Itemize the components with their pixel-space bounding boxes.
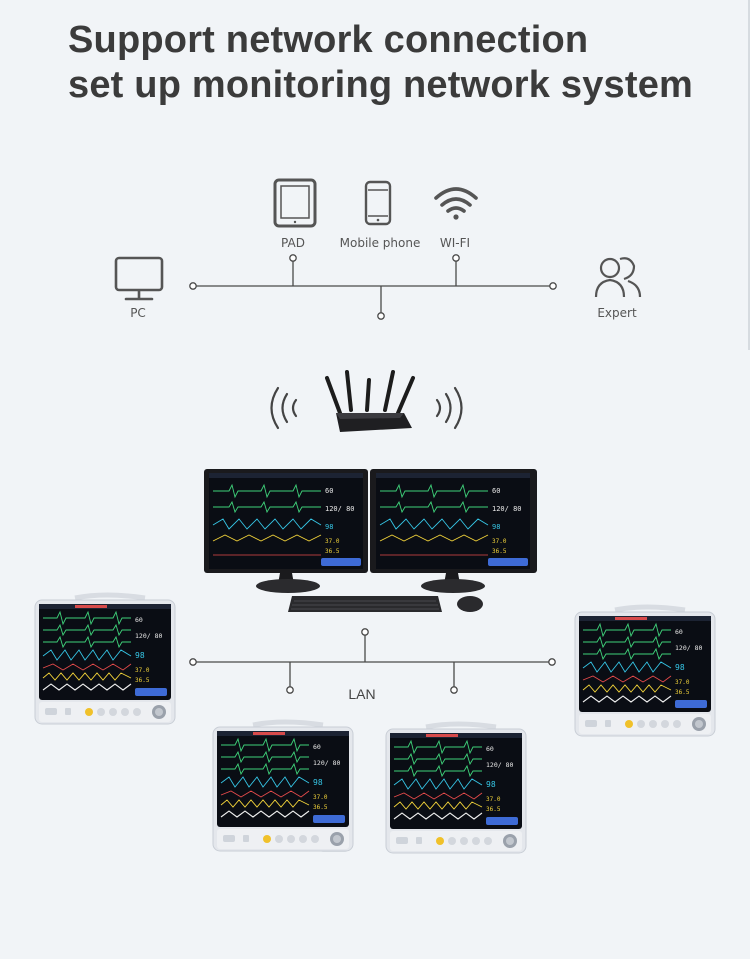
monitor-icon bbox=[114, 256, 164, 301]
lan-nodes bbox=[189, 628, 556, 694]
node-label-pad: PAD bbox=[281, 236, 305, 250]
users-icon bbox=[594, 257, 642, 298]
node-label-mobile-phone: Mobile phone bbox=[339, 236, 421, 250]
top-network-bus bbox=[193, 260, 553, 313]
bedside-monitor-left bbox=[35, 595, 175, 724]
headline-line-2: set up monitoring network system bbox=[68, 64, 694, 106]
keyboard-icon bbox=[288, 596, 442, 612]
bedside-monitor-right bbox=[575, 607, 715, 736]
router-icon bbox=[325, 370, 415, 432]
bedside-monitor-bottom-left bbox=[213, 722, 353, 852]
lan-bus bbox=[193, 634, 552, 688]
mouse-icon bbox=[457, 596, 483, 612]
headline: Support network connection set up monito… bbox=[68, 18, 693, 108]
wifi-icon bbox=[434, 187, 478, 220]
lan-label: LAN bbox=[348, 686, 376, 702]
wireless-waves-left-icon bbox=[270, 386, 298, 430]
node-label-wifi: WI-FI bbox=[439, 236, 471, 250]
node-label-pc: PC bbox=[130, 306, 146, 320]
headline-line-1: Support network connection bbox=[68, 19, 589, 61]
mobile-phone-icon bbox=[364, 180, 392, 226]
node-label-expert: Expert bbox=[597, 306, 637, 320]
page-edge-divider bbox=[748, 0, 750, 350]
wireless-waves-right-icon bbox=[435, 386, 463, 430]
top-network-nodes bbox=[189, 254, 557, 320]
bedside-monitor-bottom-right bbox=[386, 724, 526, 853]
tablet-icon bbox=[273, 178, 317, 228]
central-monitor-2 bbox=[370, 469, 537, 593]
central-monitor-1 bbox=[204, 469, 368, 593]
